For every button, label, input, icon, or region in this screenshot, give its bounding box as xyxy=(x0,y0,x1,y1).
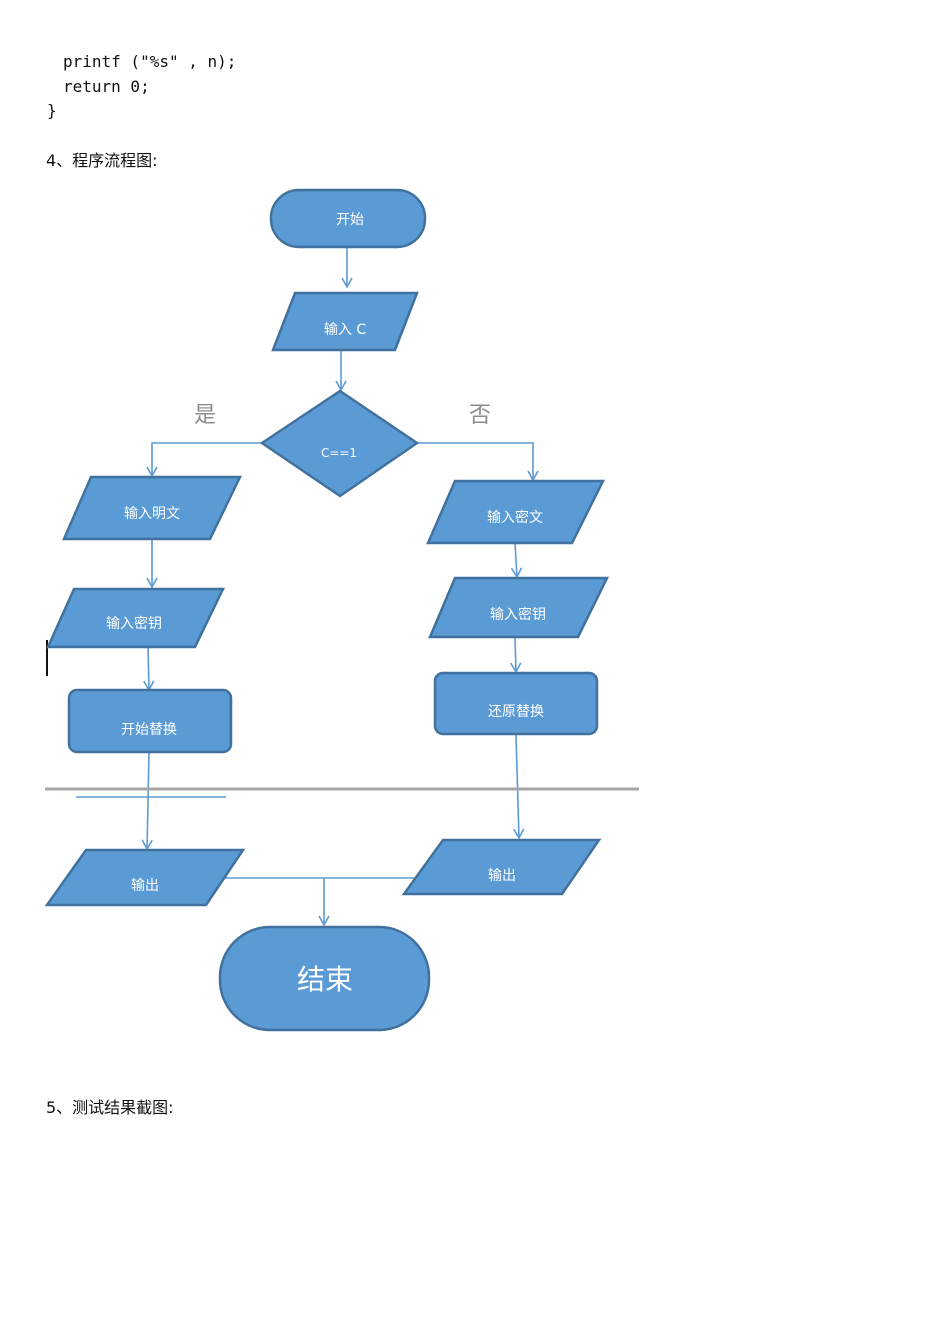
section-5-heading: 5、测试结果截图: xyxy=(46,1098,174,1117)
branch-yes-label: 是 xyxy=(194,403,216,428)
arrow-decision-no xyxy=(417,442,539,482)
input-c-label: 输入 C xyxy=(324,322,366,338)
output-left-label: 输出 xyxy=(131,878,159,894)
decision-label: C==1 xyxy=(321,446,357,460)
restore-replace-process xyxy=(433,671,599,736)
arrow-key-to-restore xyxy=(510,637,522,674)
end-terminal xyxy=(218,925,431,1032)
begin-replace-label: 开始替换 xyxy=(121,721,177,738)
output-right-label: 输出 xyxy=(488,868,516,884)
arrow-key-to-replace xyxy=(143,647,155,692)
connectors xyxy=(141,247,539,927)
restore-replace-label: 还原替换 xyxy=(488,703,544,720)
input-ciphertext-label: 输入密文 xyxy=(487,509,543,526)
input-key-right-label: 输入密钥 xyxy=(490,606,546,623)
input-plaintext-parallelogram xyxy=(62,475,242,541)
input-key-left-label: 输入密钥 xyxy=(106,615,162,632)
input-plaintext-label: 输入明文 xyxy=(124,506,180,522)
code-line-printf: printf ("%s" , n); xyxy=(63,52,237,71)
begin-replace-process xyxy=(67,688,233,754)
input-key-left-parallelogram xyxy=(46,587,225,649)
code-line-return: return 0; xyxy=(63,77,150,96)
arrow-decision-yes xyxy=(146,442,262,478)
start-terminal xyxy=(269,188,427,249)
arrow-restore-to-output-right xyxy=(513,734,525,840)
input-ciphertext-parallelogram xyxy=(426,479,606,545)
section-4-heading: 4、程序流程图: xyxy=(46,151,158,170)
output-left-parallelogram xyxy=(44,848,246,907)
end-label: 结束 xyxy=(297,963,353,996)
input-key-right-parallelogram xyxy=(428,576,610,639)
branch-no-label: 否 xyxy=(469,403,491,428)
code-line-closing-brace: } xyxy=(47,101,57,120)
arrow-ciphertext-to-key xyxy=(510,542,523,579)
output-right-parallelogram xyxy=(401,838,602,896)
input-c-parallelogram xyxy=(271,291,419,352)
decision-diamond xyxy=(259,389,420,498)
arrow-replace-to-output-left xyxy=(141,752,153,851)
start-label: 开始 xyxy=(336,212,364,228)
